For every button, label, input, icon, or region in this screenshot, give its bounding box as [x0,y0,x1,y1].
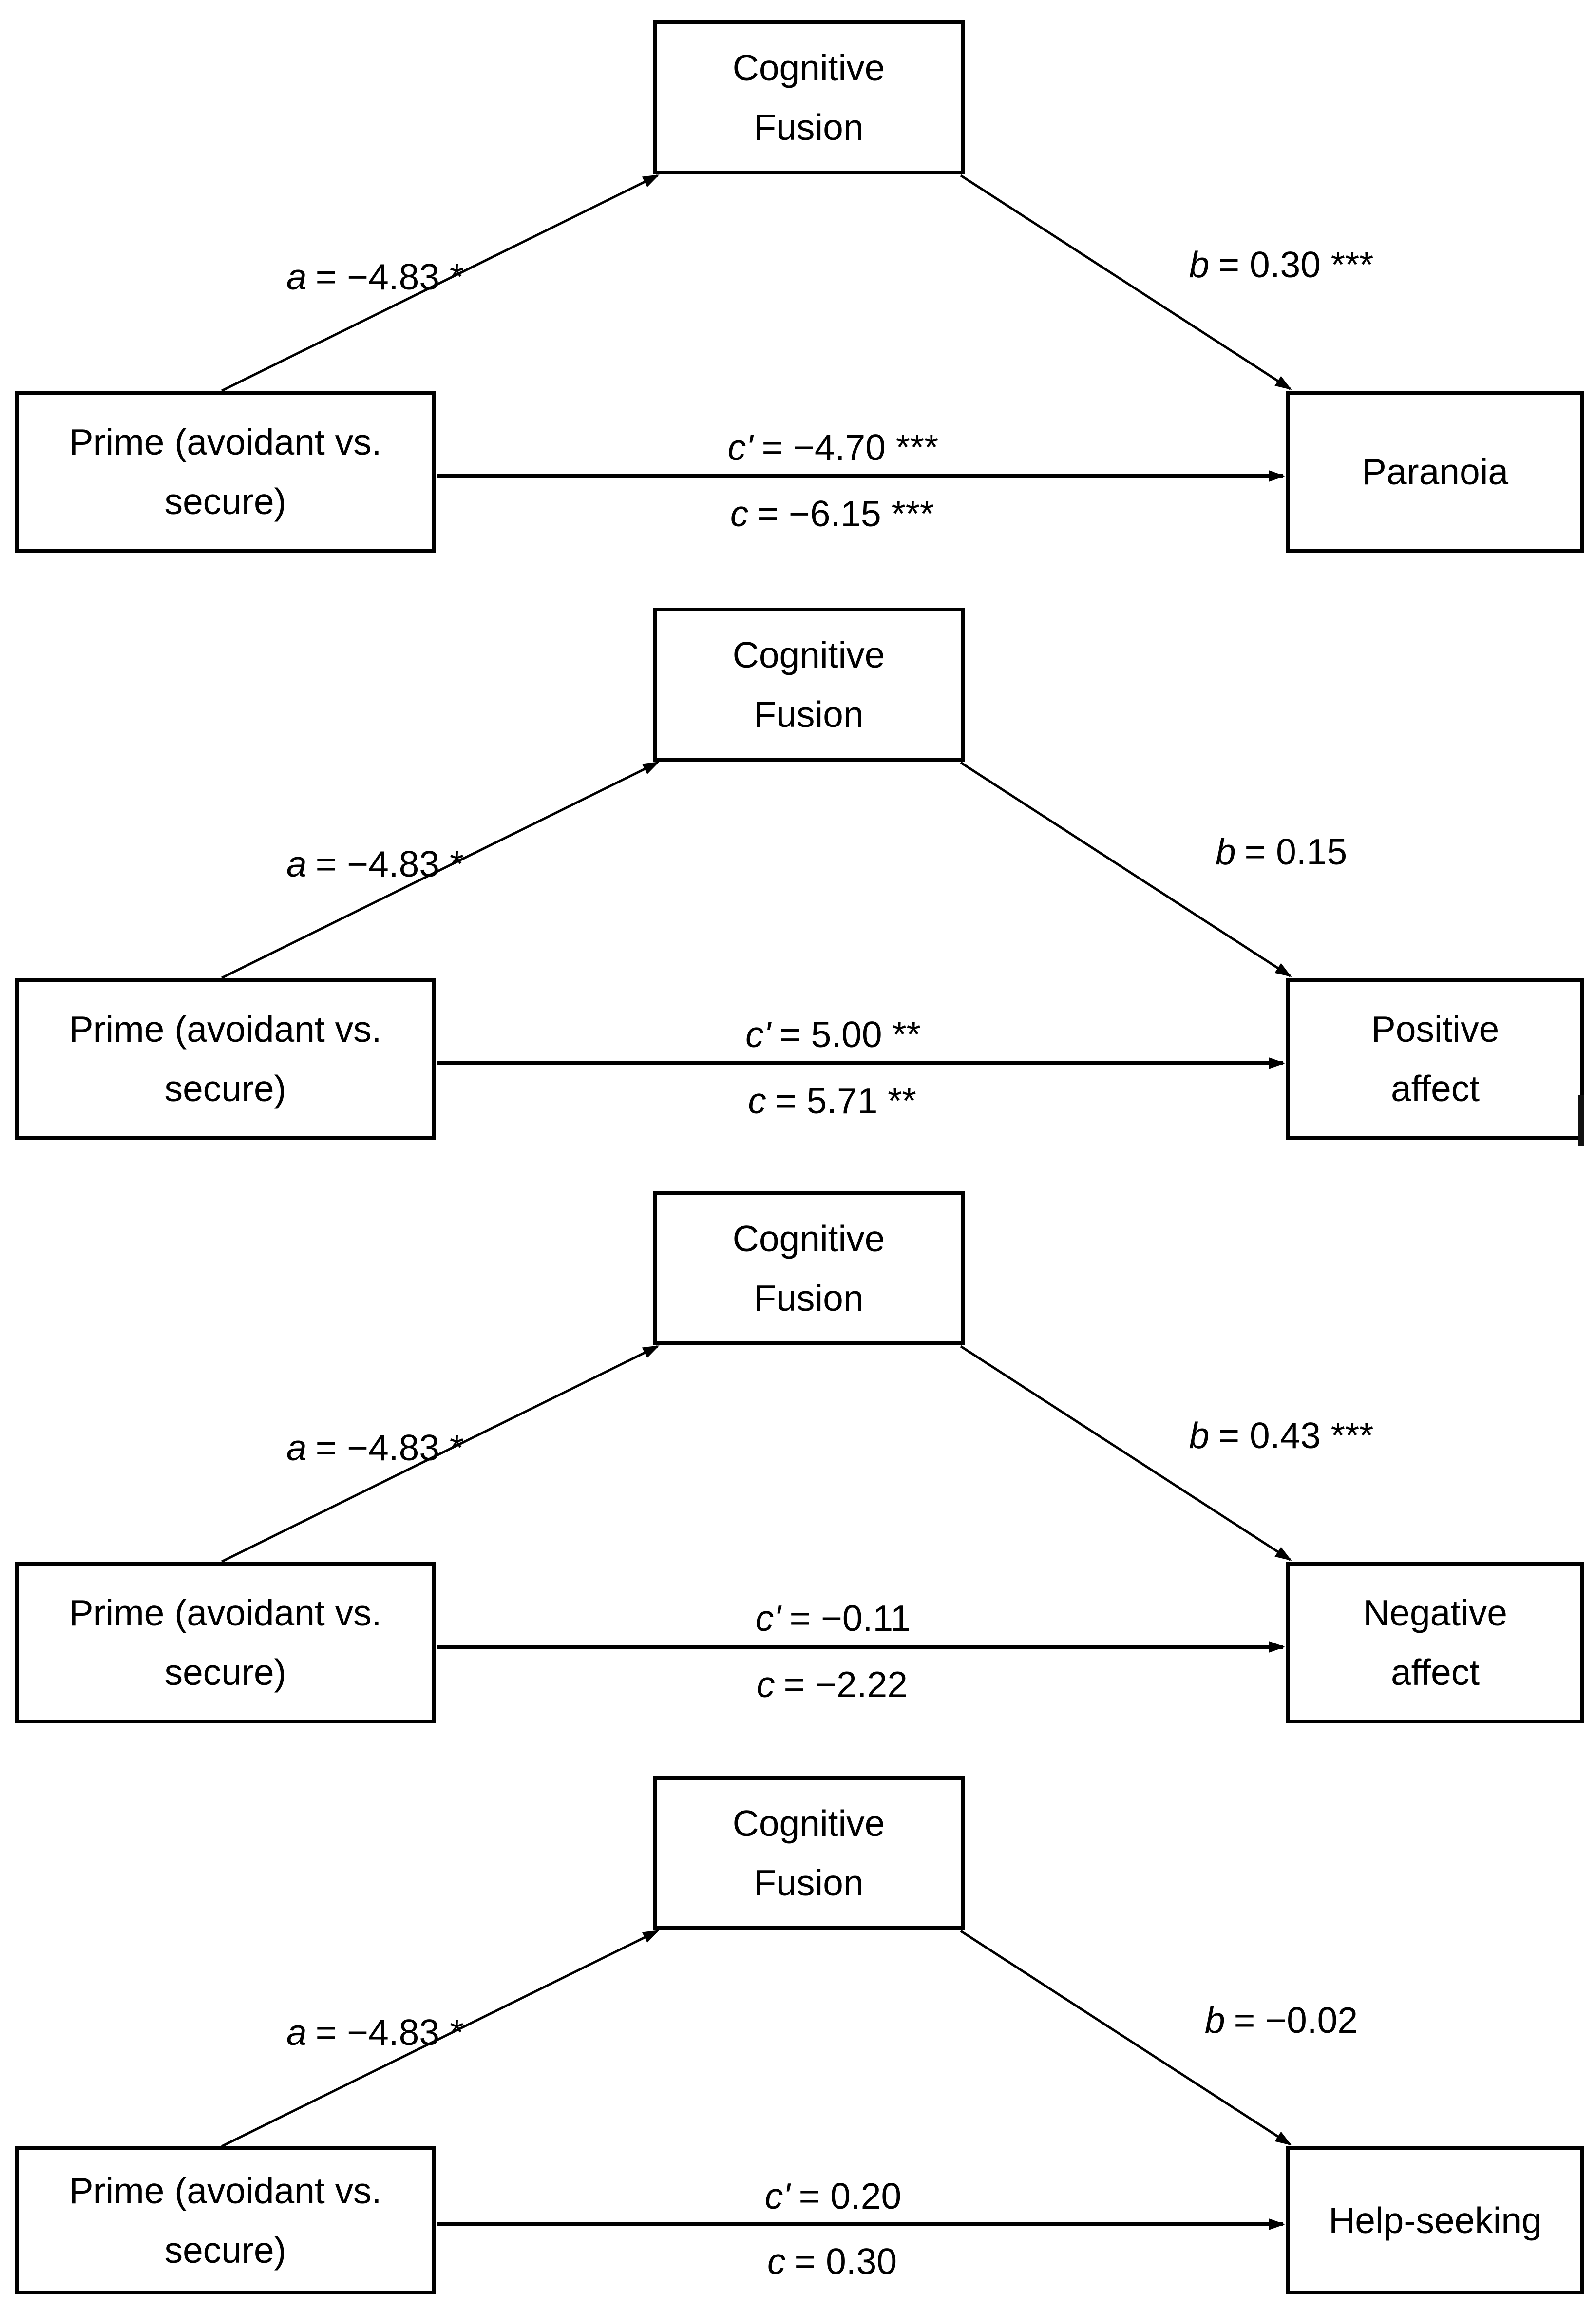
path-c-label: c= 0.30 [686,2239,978,2284]
path-a-arrow [221,1930,660,2148]
path-c-label: c= 5.71 ** [686,1078,978,1123]
mediator-label-line1: Cognitive [732,634,885,675]
predictor-label-line2: secure) [164,2230,286,2271]
path-b-var: b [1189,244,1210,285]
path-arrows [221,761,1292,1069]
path-b-arrow [960,174,1292,390]
path-c-prime-value: = 0.20 [798,2176,902,2216]
path-b-var: b [1189,1415,1210,1456]
predictor-box: Prime (avoidant vs. secure) [15,391,436,553]
path-c-prime-label: c'= 5.00 ** [687,1012,979,1057]
path-b-value: = 0.43 *** [1218,1415,1374,1456]
outcome-label-line1: Paranoia [1362,451,1509,492]
predictor-label-line1: Prime (avoidant vs. [69,1592,382,1633]
predictor-label-line1: Prime (avoidant vs. [69,2170,382,2211]
path-c-prime-value: = −0.11 [789,1598,911,1639]
path-b-label: b= 0.30 *** [1135,242,1427,287]
path-b-value: = 0.30 *** [1218,244,1374,285]
mediation-panel-negative-affect: Cognitive Fusion Prime (avoidant vs. sec… [0,1191,1596,1727]
path-a-value: = −4.83 * [315,1427,464,1468]
path-a-arrow [221,761,660,979]
path-b-label: b= 0.43 *** [1135,1413,1427,1458]
path-c-value: = 0.30 [794,2241,897,2282]
path-b-value: = −0.02 [1234,2000,1358,2041]
path-c-value: = 5.71 ** [775,1080,916,1121]
outcome-label-line1: Negative [1363,1592,1507,1633]
path-c-prime-label: c'= −0.11 [687,1596,979,1641]
path-c-var: c [757,1664,775,1705]
predictor-box: Prime (avoidant vs. secure) [15,2146,436,2294]
predictor-box: Prime (avoidant vs. secure) [15,978,436,1140]
path-c-prime-var: c' [745,1014,771,1055]
path-a-label: a= −4.83 * [229,254,521,299]
path-c-prime-value: = 5.00 ** [779,1014,921,1055]
predictor-label-line1: Prime (avoidant vs. [69,1009,382,1050]
path-b-var: b [1204,2000,1225,2041]
path-a-var: a [286,256,307,297]
path-arrows [221,174,1292,482]
outcome-box-paranoia: Paranoia [1286,391,1584,553]
path-arrows [221,1930,1292,2230]
path-a-var: a [286,2012,307,2053]
stray-mark [1578,1095,1584,1146]
mediation-panel-positive-affect: Cognitive Fusion Prime (avoidant vs. sec… [0,608,1596,1146]
path-a-label: a= −4.83 * [229,2010,521,2055]
mediator-box: Cognitive Fusion [653,1776,965,1930]
path-a-var: a [286,843,307,884]
path-a-arrow [221,1345,660,1563]
mediator-label-line1: Cognitive [732,1803,885,1844]
path-a-label: a= −4.83 * [229,841,521,886]
mediator-label-line1: Cognitive [732,47,885,88]
predictor-box: Prime (avoidant vs. secure) [15,1562,436,1723]
path-a-value: = −4.83 * [315,2012,464,2053]
outcome-label-line2: affect [1390,1652,1480,1693]
predictor-label-line2: secure) [164,1068,286,1109]
path-c-var: c [767,2241,786,2282]
outcome-label-line1: Help-seeking [1329,2200,1542,2241]
path-b-label: b= −0.02 [1135,1998,1427,2043]
mediator-label-line1: Cognitive [732,1218,885,1259]
mediator-label-line2: Fusion [754,1862,864,1903]
path-b-arrow [960,1345,1292,1561]
path-b-arrow [960,761,1292,977]
path-b-arrow [960,1930,1292,2146]
outcome-box-negative-affect: Negative affect [1286,1562,1584,1723]
predictor-label-line2: secure) [164,1652,286,1693]
outcome-label-line1: Positive [1371,1009,1500,1050]
mediator-box: Cognitive Fusion [653,1191,965,1345]
predictor-label-line1: Prime (avoidant vs. [69,421,382,462]
mediator-label-line2: Fusion [754,107,864,148]
path-arrows [221,1345,1292,1653]
path-a-var: a [286,1427,307,1468]
path-c-value: = −6.15 *** [757,493,934,534]
path-c-prime-value: = −4.70 *** [761,427,939,468]
path-a-arrow [221,174,660,392]
mediator-label-line2: Fusion [754,694,864,735]
path-c-label: c= −2.22 [686,1662,978,1707]
path-a-value: = −4.83 * [315,256,464,297]
path-c-var: c [730,493,749,534]
path-c-prime-var: c' [755,1598,781,1639]
path-c-label: c= −6.15 *** [686,491,978,536]
path-a-label: a= −4.83 * [229,1425,521,1470]
mediator-box: Cognitive Fusion [653,608,965,762]
path-c-prime-label: c'= 0.20 [687,2174,979,2218]
path-c-prime-var: c' [764,2176,790,2216]
path-c-prime-label: c'= −4.70 *** [687,425,979,470]
mediator-label-line2: Fusion [754,1278,864,1318]
path-c-prime-var: c' [727,427,753,468]
path-a-value: = −4.83 * [315,843,464,884]
mediation-panel-help-seeking: Cognitive Fusion Prime (avoidant vs. sec… [0,1776,1596,2312]
outcome-label-line2: affect [1390,1068,1480,1109]
path-b-var: b [1215,831,1236,872]
path-b-value: = 0.15 [1244,831,1348,872]
mediator-box: Cognitive Fusion [653,20,965,174]
path-c-var: c [748,1080,766,1121]
path-c-value: = −2.22 [783,1664,908,1705]
predictor-label-line2: secure) [164,481,286,522]
mediation-panel-paranoia: Cognitive Fusion Prime (avoidant vs. sec… [0,20,1596,556]
outcome-box-help-seeking: Help-seeking [1286,2146,1584,2294]
outcome-box-positive-affect: Positive affect [1286,978,1584,1140]
path-b-label: b= 0.15 [1135,829,1427,874]
